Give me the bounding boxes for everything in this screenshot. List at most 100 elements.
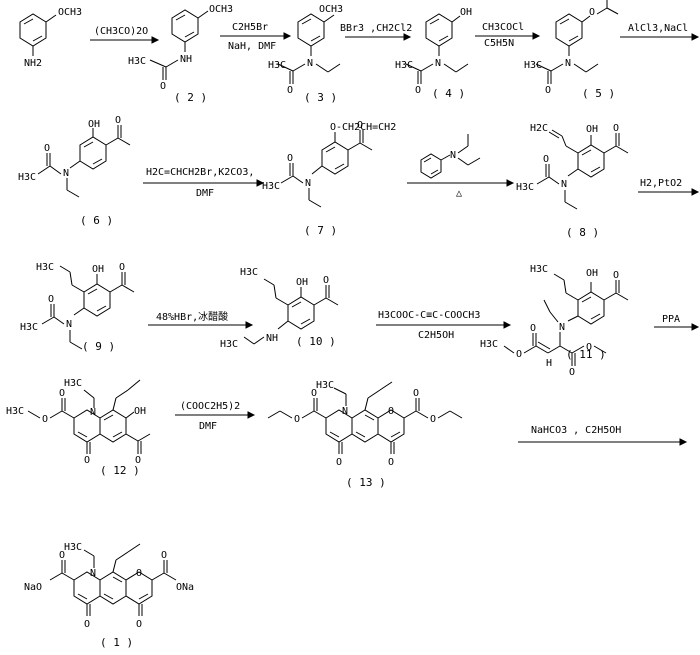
oh-label: OH: [88, 119, 100, 130]
reagent-step-5: AlCl3,NaCl: [628, 23, 688, 34]
reagent-step-13: NaHCO3 , C2H5OH: [531, 425, 621, 436]
h2c-label: H2C: [530, 123, 548, 134]
compound-3-label: ( 3 ): [304, 91, 337, 104]
h-label: H: [546, 358, 552, 369]
arrow-step-3: BBr3 ,CH2Cl2: [340, 23, 412, 41]
n-label: N: [305, 178, 311, 189]
compound-6-structure: OH O N O H3C ( 6 ): [18, 115, 131, 227]
h3c-label: H3C: [220, 339, 238, 350]
compound-13-label: ( 13 ): [346, 476, 386, 489]
o-label: O: [294, 414, 300, 425]
arrow-step-13: NaHCO3 , C2H5OH: [518, 425, 688, 446]
h3c-label: H3C: [20, 322, 38, 333]
compound-2-label: ( 2 ): [174, 91, 207, 104]
arrow-step-5: AlCl3,NaCl: [620, 23, 700, 41]
arrow-step-6: H2C=CHCH2Br,K2CO3, DMF: [143, 167, 265, 199]
reagent-step-3: BBr3 ,CH2Cl2: [340, 23, 412, 34]
compound-4-label: ( 4 ): [432, 87, 465, 100]
och3-label: OCH3: [319, 4, 343, 15]
o-label: O: [48, 294, 54, 305]
allyloxy-label: O-CH2CH=CH2: [330, 122, 396, 133]
o-label: O: [545, 85, 551, 96]
reagent-step-12a: (COOC2H5)2: [180, 401, 240, 412]
h3c-label: H3C: [480, 339, 498, 350]
oh-label: OH: [460, 7, 472, 18]
o-label: O: [430, 414, 436, 425]
arrow-step-9: 48%HBr,冰醋酸: [148, 310, 254, 329]
arrow-step-10: H3COOC-C≡C-COOCH3 C2H5OH: [376, 310, 512, 341]
o-label: O: [136, 619, 142, 630]
compound-12-structure: N H3C OH O O O O H3C ( 12 ): [6, 378, 151, 477]
o-label: O: [160, 81, 166, 92]
reagent-step-2a: C2H5Br: [232, 22, 268, 33]
o-label: O: [357, 120, 363, 131]
o-label: O: [161, 550, 167, 561]
arrow-step-2: C2H5Br NaH, DMF: [220, 22, 292, 52]
o-label: O: [119, 262, 125, 273]
o-label: O: [136, 568, 142, 579]
compound-9-label: ( 9 ): [82, 340, 115, 353]
compound-8-structure: OH O H2C N O H3C ( 8 ): [516, 123, 629, 239]
arrow-step-7: N △: [407, 134, 515, 199]
reagent-step-9: 48%HBr,冰醋酸: [156, 310, 228, 323]
compound-12-label: ( 12 ): [100, 464, 140, 477]
n-label: N: [90, 568, 96, 579]
compound-10-structure: OH O H3C NH H3C ( 10 ): [220, 267, 339, 350]
o-label: O: [613, 270, 619, 281]
compound-1-label: ( 1 ): [100, 636, 133, 649]
compound-11-label: ( 11 ): [566, 348, 606, 361]
arrow-step-12: (COOC2H5)2 DMF: [175, 401, 256, 432]
compound-2-structure: OCH3 NH O H3C ( 2 ): [128, 4, 233, 104]
o-label: O: [115, 115, 121, 126]
compound-7-label: ( 7 ): [304, 224, 337, 237]
h3c-label: H3C: [395, 60, 413, 71]
o-label: O: [135, 455, 141, 466]
reagent-step-6b: DMF: [196, 188, 214, 199]
reagent-step-4a: CH3COCl: [482, 22, 524, 33]
compound-11-structure: OH O H3C N H O O H3C O O ( 11 ): [480, 264, 629, 378]
reagent-step-2b: NaH, DMF: [228, 41, 276, 52]
reagent-step-10b: C2H5OH: [418, 330, 454, 341]
arrow-step-8: H2,PtO2: [638, 178, 700, 196]
sodium-carboxylate-label: NaO: [24, 582, 42, 593]
nh-label: NH: [266, 333, 278, 344]
o-label: O: [287, 85, 293, 96]
arrow-step-1: (CH3CO)2O: [90, 26, 160, 44]
o-label: O: [42, 414, 48, 425]
o-label: O: [586, 342, 592, 353]
compound-1-structure: N O H3C O O O NaO O ONa ( 1 ): [24, 542, 194, 649]
o-label: O: [84, 619, 90, 630]
reagent-step-12b: DMF: [199, 421, 217, 432]
compound-4-structure: OH N O H3C ( 4 ): [395, 7, 472, 100]
h3c-label: H3C: [36, 262, 54, 273]
compound-8-label: ( 8 ): [566, 226, 599, 239]
compound-3-structure: OCH3 N O H3C ( 3 ): [268, 4, 343, 104]
compound-13-structure: N O H3C O O O O O O ( 13 ): [267, 380, 463, 489]
n-label: N: [66, 319, 72, 330]
n-label: N: [63, 168, 69, 179]
reagent-step-1: (CH3CO)2O: [94, 26, 148, 37]
o-label: O: [530, 323, 536, 334]
o-label: O: [44, 143, 50, 154]
n-label: N: [435, 58, 441, 69]
h3c-label: H3C: [18, 172, 36, 183]
compound-7-structure: O-CH2CH=CH2 O N O H3C ( 7 ): [262, 120, 396, 237]
oh-label: OH: [134, 406, 146, 417]
h3c-label: H3C: [516, 182, 534, 193]
h3c-label: H3C: [316, 380, 334, 391]
arrow-step-4: CH3COCl C5H5N: [475, 22, 541, 49]
n-label: N: [307, 58, 313, 69]
h3c-label: H3C: [6, 406, 24, 417]
o-label: O: [543, 154, 549, 165]
o-label: O: [59, 550, 65, 561]
o-label: O: [388, 406, 394, 417]
o-label: O: [336, 457, 342, 468]
h3c-label: H3C: [530, 264, 548, 275]
n-label: N: [450, 150, 456, 161]
h3c-label: H3C: [64, 542, 82, 553]
reagent-step-10a: H3COOC-C≡C-COOCH3: [378, 310, 480, 321]
starting-material-structure: OCH3 NH2: [19, 7, 82, 69]
o-label: O: [388, 457, 394, 468]
compound-10-label: ( 10 ): [296, 335, 336, 348]
oh-label: OH: [586, 124, 598, 135]
